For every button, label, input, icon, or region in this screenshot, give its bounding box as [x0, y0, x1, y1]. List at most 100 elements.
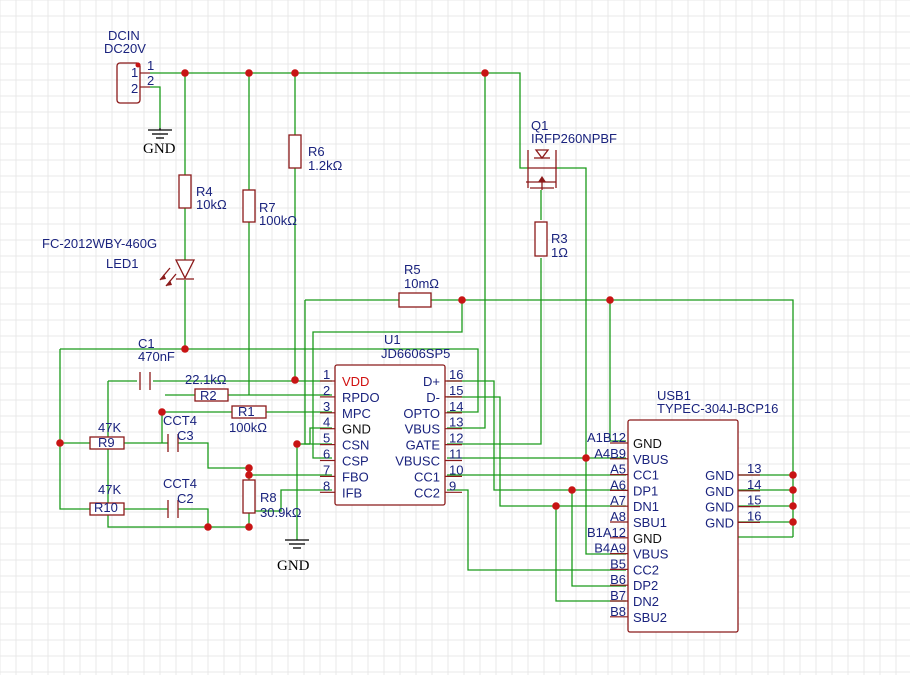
dcin-pin2-inner: 2 — [131, 81, 138, 96]
u1-pin-name-d-: D- — [426, 390, 440, 405]
u1-pin-num-4: 4 — [323, 415, 330, 430]
gnd-label-top: GND — [143, 141, 176, 157]
usb1-pin-name-vbus: VBUS — [633, 547, 669, 562]
r7-name: R7 — [259, 200, 276, 215]
u1-pin-num-5: 5 — [323, 431, 330, 446]
usb1-pin-name-gnd-13: GND — [705, 468, 734, 483]
r1-name: R1 — [238, 404, 255, 419]
junction-dot — [789, 471, 797, 479]
u1-pin-num-14: 14 — [449, 399, 463, 414]
usb1-pin-name-dp1: DP1 — [633, 483, 658, 498]
junction-dot — [552, 502, 560, 510]
u1-pin-num-16: 16 — [449, 367, 463, 382]
u1-name: U1 — [384, 332, 401, 347]
u1-pin-num-12: 12 — [449, 431, 463, 446]
usb1-pin-name-gnd-16: GND — [705, 515, 734, 530]
junction-dot — [481, 69, 489, 77]
usb1-pin-name-gnd: GND — [633, 531, 662, 546]
q1-mosfet — [526, 149, 557, 190]
r8-resistor — [242, 479, 256, 514]
usb1-pin-num-b7: B7 — [610, 588, 626, 603]
r5-resistor — [398, 292, 432, 308]
c2-capacitor — [167, 500, 179, 518]
junction-dot — [606, 296, 614, 304]
led1-name: LED1 — [106, 256, 139, 271]
usb1-pin-num-b6: B6 — [610, 572, 626, 587]
junction-dots — [56, 69, 797, 531]
u1-pin-num-7: 7 — [323, 462, 330, 477]
junction-dot — [291, 376, 299, 384]
u1-pin-name-opto: OPTO — [403, 406, 440, 421]
r3-value: 1Ω — [551, 245, 568, 260]
c3-value: CCT4 — [163, 413, 197, 428]
r2-name: R2 — [200, 388, 217, 403]
usb1-pin-num-b4a9: B4A9 — [594, 541, 626, 556]
r1-value: 100kΩ — [229, 420, 267, 435]
led1-value: FC-2012WBY-460G — [42, 236, 157, 251]
r8-name: R8 — [260, 490, 277, 505]
r10-resistor — [89, 502, 125, 516]
usb1-pin-name-cc1: CC1 — [633, 468, 659, 483]
r9-value: 47K — [98, 420, 121, 435]
usb1-pin-num-13: 13 — [747, 461, 761, 476]
r9-name: R9 — [98, 435, 115, 450]
c3-capacitor — [167, 434, 179, 452]
usb1-pin-num-b8: B8 — [610, 604, 626, 619]
r4-resistor — [178, 174, 192, 209]
c1-value: 470nF — [138, 349, 175, 364]
u1-pin-num-8: 8 — [323, 478, 330, 493]
usb1-pin-name-gnd: GND — [633, 436, 662, 451]
r2-value: 22.1kΩ — [185, 372, 227, 387]
u1-pin-num-3: 3 — [323, 399, 330, 414]
junction-dot — [291, 69, 299, 77]
u1-pin-name-vbus: VBUS — [405, 422, 441, 437]
c2-value: CCT4 — [163, 476, 197, 491]
dcin-value: DC20V — [104, 41, 146, 56]
u1-value: JD6606SP5 — [381, 346, 450, 361]
u1-pin-num-2: 2 — [323, 383, 330, 398]
usb1-pin-name-sbu1: SBU1 — [633, 515, 667, 530]
r7-value: 100kΩ — [259, 213, 297, 228]
usb1-pin-num-16: 16 — [747, 508, 761, 523]
ground-symbol-top — [148, 128, 172, 139]
usb1-pin-name-cc2: CC2 — [633, 562, 659, 577]
u1-pin-num-6: 6 — [323, 447, 330, 462]
dcin-name: DCIN — [108, 28, 140, 43]
junction-dot — [56, 439, 64, 447]
r3-name: R3 — [551, 231, 568, 246]
usb1-pin-name-gnd-14: GND — [705, 484, 734, 499]
usb1-pin-num-a8: A8 — [610, 509, 626, 524]
junction-dot — [789, 518, 797, 526]
junction-dot — [245, 464, 253, 472]
r7-resistor — [242, 189, 256, 223]
usb1-pin-num-b1a12: B1A12 — [587, 525, 626, 540]
u1-pin-name-cc1: CC1 — [414, 469, 440, 484]
q1-value: IRFP260NPBF — [531, 131, 617, 146]
r3-resistor — [534, 221, 548, 257]
u1-pin-name-gate: GATE — [406, 438, 441, 453]
junction-dot — [204, 523, 212, 531]
usb1-pin-num-14: 14 — [747, 477, 761, 492]
usb1-pin-num-a4b9: A4B9 — [594, 446, 626, 461]
u1-pin-name-vdd: VDD — [342, 374, 369, 389]
led1-diode — [159, 259, 196, 287]
gnd-label-bottom: GND — [277, 558, 310, 574]
usb1-pin-name-vbus: VBUS — [633, 452, 669, 467]
usb1-connector — [627, 419, 739, 633]
q1-name: Q1 — [531, 118, 548, 133]
r6-resistor — [288, 134, 302, 169]
junction-dot — [181, 345, 189, 353]
junction-dot — [245, 471, 253, 479]
junction-dot — [293, 440, 301, 448]
u1-pin-name-gnd: GND — [342, 422, 371, 437]
usb1-pin-num-a6: A6 — [610, 477, 626, 492]
r2-resistor — [194, 388, 229, 402]
r4-value: 10kΩ — [196, 197, 227, 212]
u1-pin-name-csp: CSP — [342, 454, 369, 469]
u1-pin-name-ifb: IFB — [342, 485, 362, 500]
dcin-connector — [116, 62, 150, 104]
